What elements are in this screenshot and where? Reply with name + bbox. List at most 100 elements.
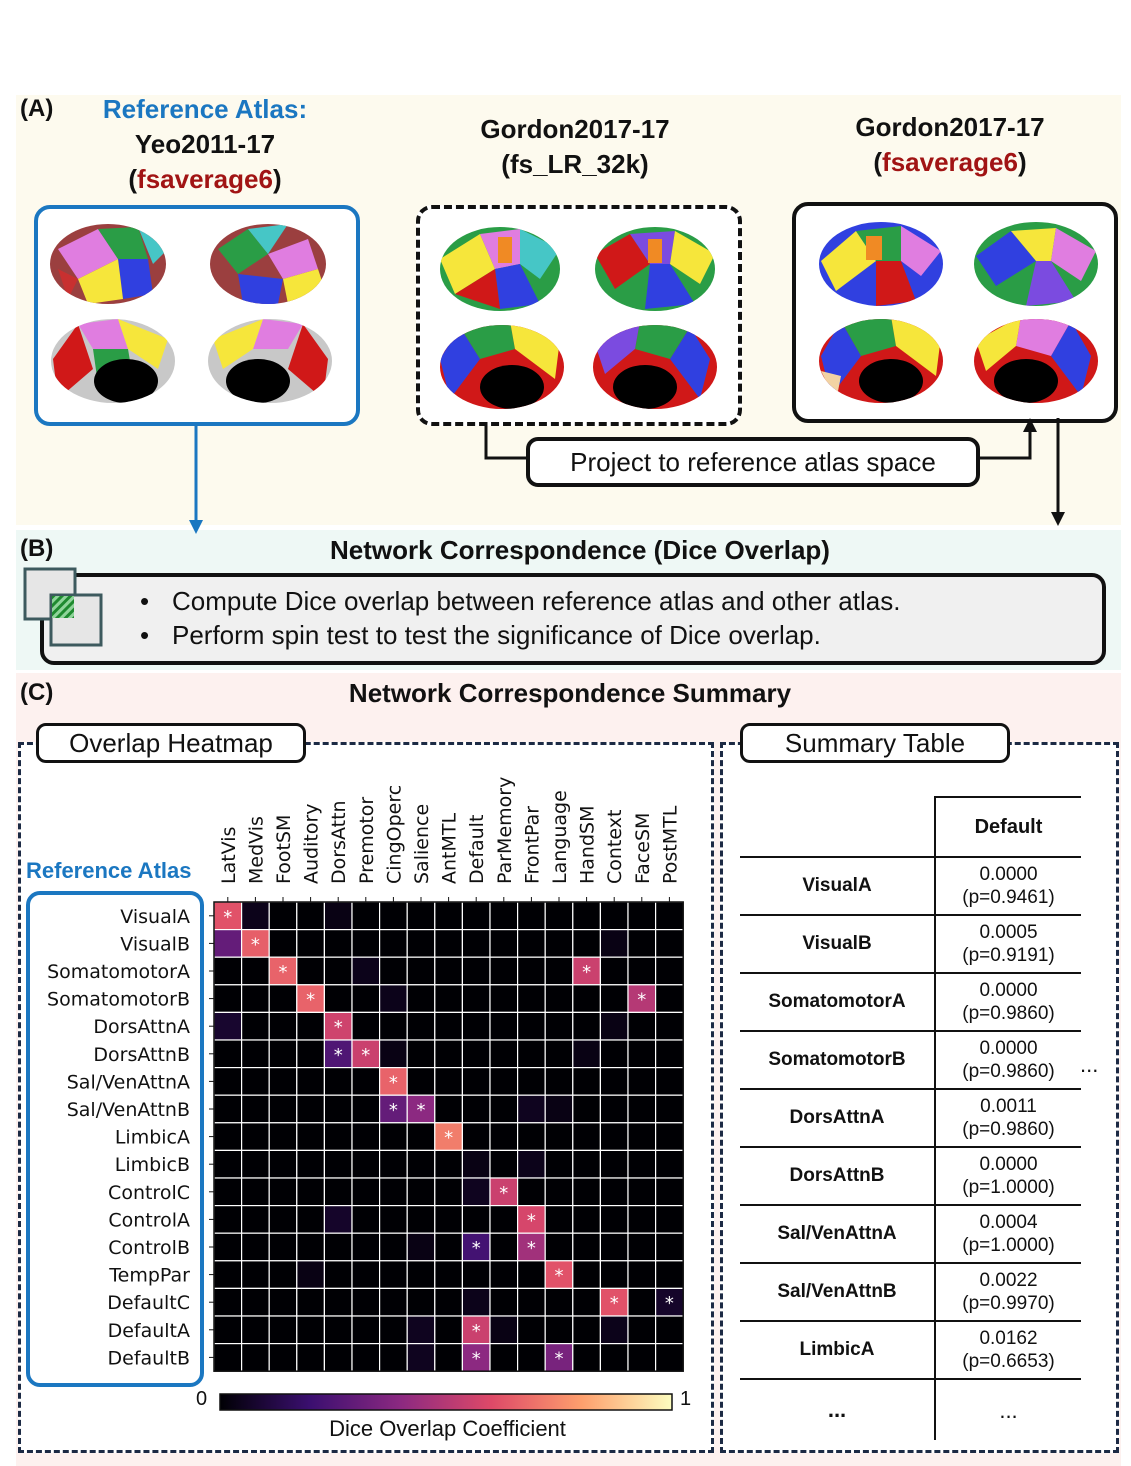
heatmap-cell (599, 1094, 629, 1124)
yeo-brain-box (34, 205, 360, 426)
heatmap-cell (213, 1149, 243, 1179)
heatmap-cell (213, 1232, 243, 1262)
heatmap-cell (213, 1205, 243, 1234)
heatmap-cell (654, 1094, 684, 1124)
heatmap-cell (351, 1287, 381, 1317)
heatmap-title: Overlap Heatmap (36, 723, 306, 763)
significance-marker: * (555, 1348, 564, 1369)
heatmap-cell (323, 1149, 353, 1179)
heatmap-cell (241, 901, 270, 931)
significance-marker: * (472, 1238, 481, 1259)
heatmap-cell (379, 1039, 408, 1069)
reference-atlas-space: (fsaverage6) (128, 164, 282, 194)
heatmap-cell (296, 1122, 325, 1151)
project-connector-left (484, 422, 528, 460)
heatmap-cell (268, 1315, 298, 1345)
summary-row-value: 0.0000(p=0.9860) (935, 972, 1081, 1031)
heatmap-cell (379, 1122, 408, 1151)
heatmap-cell (213, 1122, 243, 1151)
p-value: (p=0.9461) (962, 887, 1055, 908)
heatmap-cell (599, 1039, 629, 1069)
p-value: (p=0.9860) (962, 1003, 1055, 1024)
heatmap-cell (213, 1067, 243, 1096)
heatmap-cell (516, 929, 546, 958)
heatmap-cell (627, 1149, 657, 1179)
heatmap-cell (599, 1205, 629, 1234)
heatmap-cell (406, 1177, 436, 1207)
significance-marker: * (610, 1293, 619, 1314)
heatmap-cell (268, 1122, 298, 1151)
heatmap-cell (379, 1177, 408, 1207)
heatmap-cell (268, 1342, 298, 1372)
summary-row-label: Sal/VenAttnA (740, 1204, 936, 1263)
heatmap-cell (406, 1067, 436, 1096)
y-tick-label: ControlC (108, 1182, 190, 1204)
y-tick-label: ControlA (108, 1209, 190, 1231)
dice-value: 0.0000 (979, 1154, 1038, 1175)
heatmap-cell (461, 1205, 491, 1234)
heatmap-cell (572, 1260, 601, 1289)
heatmap-cell (434, 1177, 463, 1207)
heatmap-cell (516, 1205, 546, 1234)
significance-marker: * (417, 1100, 426, 1121)
dice-value: 0.0000 (979, 980, 1038, 1001)
project-connector-right (978, 430, 1032, 460)
heatmap-cell (489, 1067, 519, 1096)
heatmap-cell (516, 1177, 546, 1207)
summary-row-label: SomatomotorB (740, 1030, 936, 1089)
heatmap-cell (406, 1260, 436, 1289)
heatmap-cell (572, 1232, 601, 1262)
heatmap-cell (461, 1287, 491, 1317)
heatmap-cell (461, 1315, 491, 1345)
heatmap-cell (544, 1039, 574, 1069)
y-tick-label: SomatomotorB (47, 989, 190, 1011)
heatmap-cell (406, 1122, 436, 1151)
heatmap-cell (323, 1260, 353, 1289)
y-tick-label: SomatomotorA (47, 961, 190, 983)
heatmap-cell (461, 1011, 491, 1041)
p-value: (p=1.0000) (962, 1235, 1055, 1256)
heatmap-cell (268, 1067, 298, 1096)
heatmap-cell (323, 1067, 353, 1096)
heatmap-cell (544, 984, 574, 1014)
heatmap-cell (434, 1232, 463, 1262)
heatmap-cell (461, 1177, 491, 1207)
heatmap-cell (241, 1260, 270, 1289)
significance-marker: * (334, 1045, 343, 1066)
significance-marker: * (555, 1266, 564, 1287)
y-tick-label: LimbicA (115, 1127, 190, 1149)
heatmap-cell (516, 1094, 546, 1124)
heatmap-cell (379, 1011, 408, 1041)
heatmap-cell (241, 1122, 270, 1151)
summary-row-value: 0.0022(p=0.9970) (935, 1262, 1081, 1321)
summary-row-value: ... (935, 1378, 1081, 1440)
heatmap-cell (351, 1260, 381, 1289)
heatmap-cell (296, 929, 325, 958)
heatmap-cell (434, 1149, 463, 1179)
heatmap-cell (434, 901, 463, 931)
heatmap-cell (434, 1315, 463, 1345)
heatmap-cell (241, 1315, 270, 1345)
heatmap-cell (627, 929, 657, 958)
heatmap-cell (489, 1287, 519, 1317)
heatmap-cell (434, 1342, 463, 1372)
significance-marker: * (223, 907, 232, 928)
p-value: (p=0.6653) (962, 1351, 1055, 1372)
heatmap-cell (406, 1315, 436, 1345)
x-tick-label: Premotor (356, 797, 378, 884)
heatmap-cell (351, 1342, 381, 1372)
gordon-arrowhead (1051, 512, 1065, 526)
heatmap-cell (572, 1149, 601, 1179)
heatmap-cell (489, 901, 519, 931)
heatmap-cell (599, 1067, 629, 1096)
heatmap-cell (654, 1149, 684, 1179)
heatmap-cell (241, 1149, 270, 1179)
colorbar-min-label: 0 (196, 1388, 208, 1410)
y-tick-label: TempPar (108, 1265, 190, 1287)
heatmap-cell (213, 984, 243, 1014)
heatmap-cell (434, 929, 463, 958)
summary-row-value: 0.0162(p=0.6653) (935, 1320, 1081, 1379)
